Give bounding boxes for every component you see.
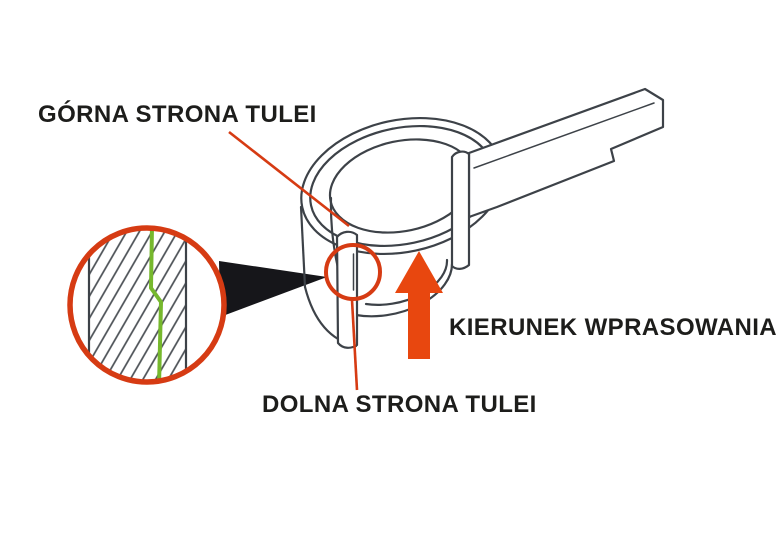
bushing-cut-face-right xyxy=(450,150,471,270)
label-press-direction: KIERUNEK WPRASOWANIA xyxy=(449,314,777,341)
leader-line-lower xyxy=(350,299,359,391)
magnifier-hatch-section xyxy=(89,229,186,381)
magnifier-pointer-wedge xyxy=(219,261,327,317)
highlight-circle xyxy=(324,243,382,301)
magnifier-circle xyxy=(67,225,227,385)
bushing-drawing xyxy=(299,87,665,349)
leader-line-upper xyxy=(228,130,350,228)
label-upper-side: GÓRNA STRONA TULEI xyxy=(38,100,317,128)
bushing-arm-fold-line xyxy=(473,102,655,169)
label-lower-side: DOLNA STRONA TULEI xyxy=(262,391,537,418)
adhesive-line xyxy=(149,229,163,381)
bushing-left-wall xyxy=(299,205,307,289)
magnifier-detail xyxy=(67,225,227,385)
bushing-arm xyxy=(467,87,665,219)
arrow-up-icon xyxy=(395,251,443,359)
